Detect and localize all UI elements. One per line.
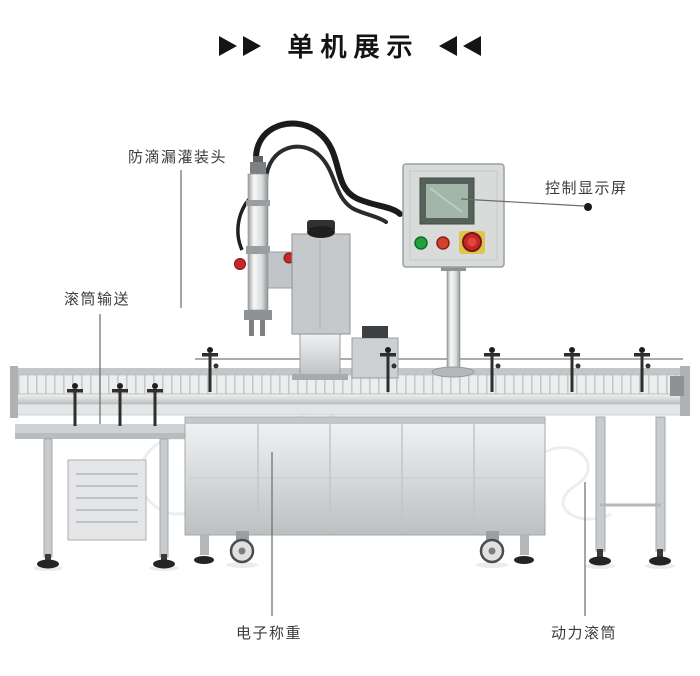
right-frame <box>589 416 671 566</box>
label-electronic-weighing: 电子称重 <box>236 625 303 642</box>
head-support-column <box>292 326 399 380</box>
red-button <box>436 236 450 250</box>
section-title: 单机展示 <box>287 32 420 62</box>
green-button <box>414 236 428 250</box>
annotation-lines <box>99 170 592 616</box>
guide-clamps <box>67 347 651 426</box>
floor-shadows <box>33 562 675 571</box>
title-arrows-left-icon <box>219 35 262 56</box>
control-panel <box>402 163 505 378</box>
section-header: 单机展示 <box>0 27 700 64</box>
label-roller-conveyor: 滚筒输送 <box>64 291 131 308</box>
filling-head <box>234 120 403 336</box>
main-cabinet <box>184 416 546 564</box>
label-power-roller: 动力滚筒 <box>551 625 618 642</box>
title-arrows-right-icon <box>438 35 481 56</box>
label-control-screen: 控制显示屏 <box>545 180 628 197</box>
conveyor <box>10 358 690 418</box>
label-filling-head: 防滴漏灌装头 <box>128 149 228 166</box>
left-section <box>15 424 185 569</box>
